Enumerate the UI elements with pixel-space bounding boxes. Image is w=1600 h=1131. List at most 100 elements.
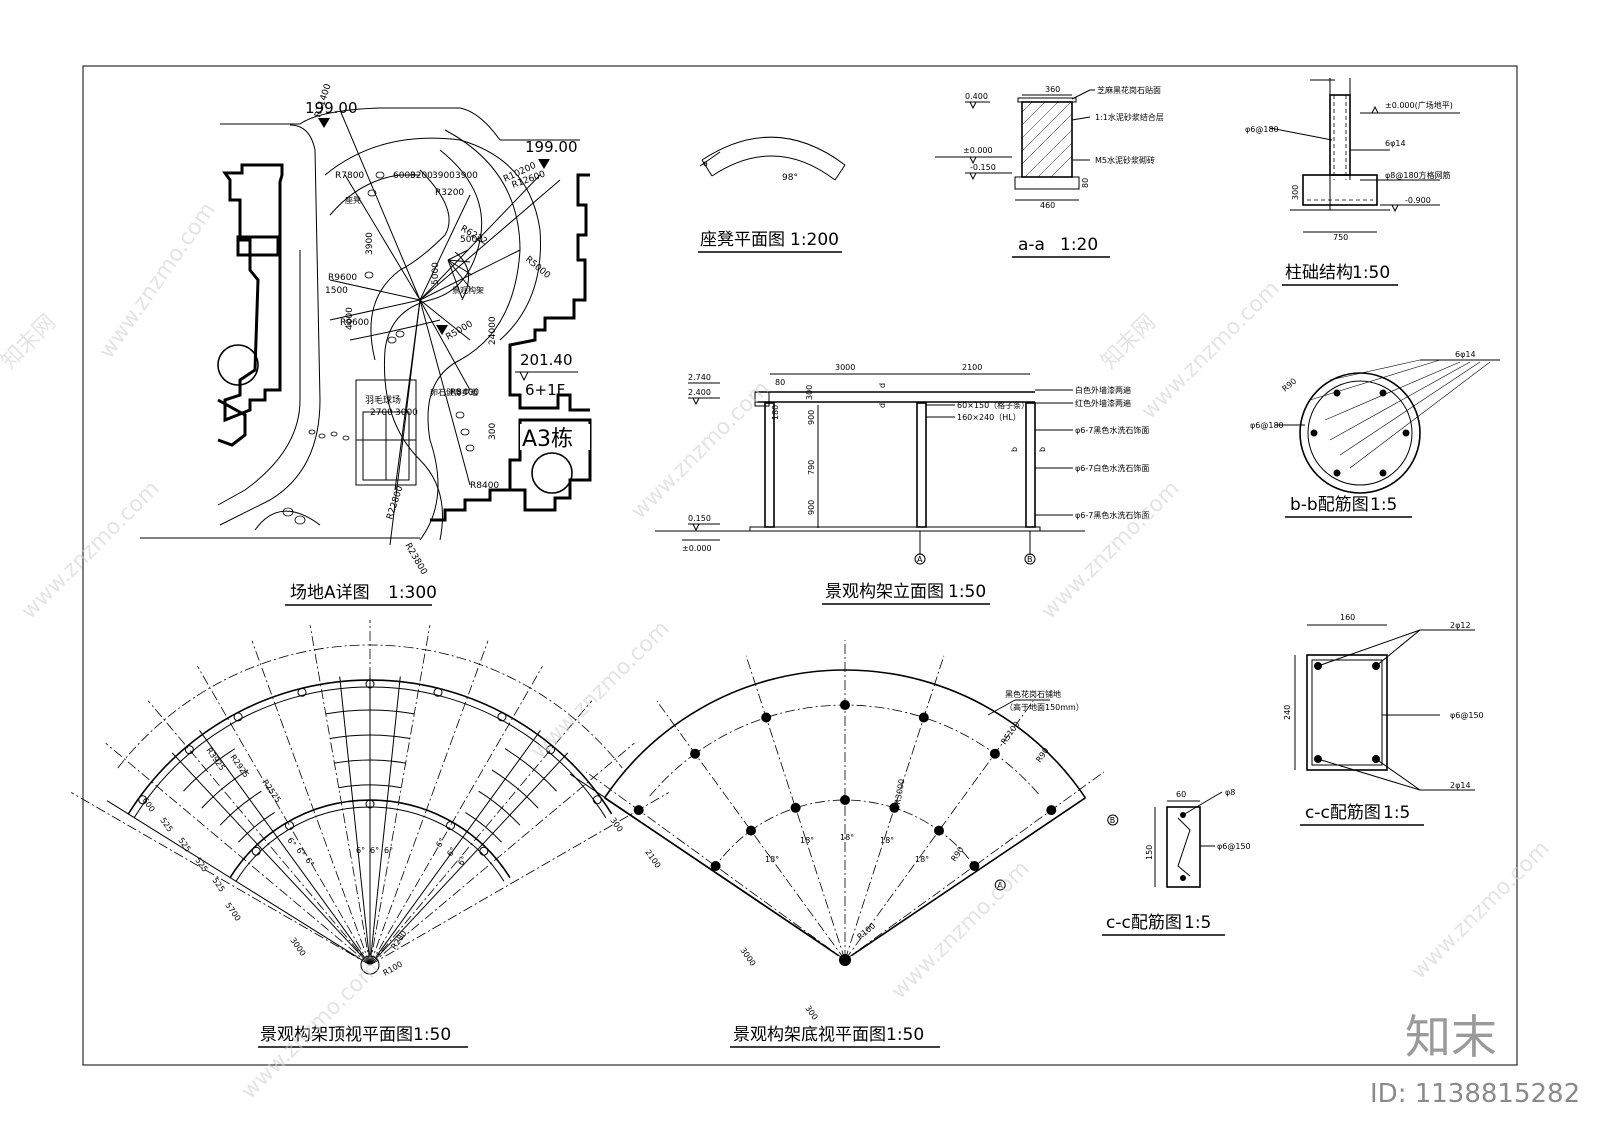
svg-text:160: 160	[1340, 613, 1355, 622]
svg-text:160×240（HL）: 160×240（HL）	[957, 413, 1021, 422]
svg-text:φ8@180方格网筋: φ8@180方格网筋	[1385, 170, 1451, 180]
svg-text:6°: 6°	[356, 846, 365, 855]
svg-text:18°: 18°	[880, 836, 894, 845]
dim-1500: 1500	[325, 286, 348, 296]
svg-text:d: d	[878, 403, 887, 408]
footing-base	[1302, 174, 1378, 206]
svg-text:柱础结构: 柱础结构	[1285, 263, 1353, 283]
radius-r5000: R5000	[523, 255, 552, 282]
svg-text:300: 300	[805, 385, 814, 400]
bench-label: 座凳	[345, 195, 361, 205]
svg-text:300: 300	[803, 1004, 819, 1022]
section-aa-title: a-a 1:20	[1012, 235, 1110, 258]
radius-r8400-b: R8400	[470, 481, 499, 491]
svg-text:φ6-7黑色水洗石饰面: φ6-7黑色水洗石饰面	[1075, 510, 1149, 520]
svg-text:3000: 3000	[738, 946, 757, 968]
svg-text:900: 900	[807, 500, 816, 515]
svg-text:φ8: φ8	[1225, 788, 1235, 797]
site-circle-a3	[531, 452, 573, 494]
site-circle-left	[217, 344, 259, 386]
bench-plan-title: 座凳平面图 1:200	[698, 230, 842, 253]
svg-text:R90: R90	[949, 845, 965, 863]
svg-text:3000: 3000	[835, 363, 855, 372]
svg-text:R3000: R3000	[893, 778, 906, 805]
svg-text:6°: 6°	[445, 846, 458, 859]
svg-text:www.znzmo.com: www.znzmo.com	[17, 476, 165, 624]
radius-r3200: R3200	[435, 188, 464, 198]
svg-text:知末网: 知末网	[1097, 310, 1161, 374]
svg-text:6°: 6°	[370, 846, 379, 855]
svg-text:1:50: 1:50	[948, 582, 986, 602]
site-a-detail: 199.00 199.00	[140, 82, 592, 606]
svg-text:c-c配筋图: c-c配筋图	[1305, 803, 1381, 823]
svg-text:6°: 6°	[303, 856, 316, 869]
svg-text:2φ14: 2φ14	[1450, 781, 1471, 790]
svg-text:150: 150	[1145, 845, 1154, 860]
svg-text:www.znzmo.com: www.znzmo.com	[1137, 276, 1285, 424]
building-left-outline	[222, 163, 284, 423]
svg-text:φ6@150: φ6@150	[1217, 842, 1251, 851]
svg-text:5700: 5700	[223, 901, 242, 923]
svg-text:6φ14: 6φ14	[1455, 350, 1476, 359]
svg-text:φ6@150: φ6@150	[1450, 711, 1484, 720]
svg-text:1:20: 1:20	[1060, 235, 1098, 255]
svg-text:18°: 18°	[765, 855, 779, 864]
svg-text:360: 360	[1045, 85, 1060, 94]
svg-text:景观构架立面图: 景观构架立面图	[825, 582, 944, 602]
dim-3900-c: 3900	[365, 232, 375, 255]
elevation-title: 景观构架立面图 1:50	[822, 582, 990, 605]
svg-text:1:5: 1:5	[1383, 803, 1410, 823]
svg-text:300: 300	[1291, 185, 1300, 200]
svg-text:白色外墙漆两遍: 白色外墙漆两遍	[1075, 385, 1131, 395]
svg-text:6°: 6°	[456, 855, 469, 868]
dim-4000: 4000	[345, 307, 355, 330]
footing-column	[1329, 94, 1351, 176]
svg-text:300: 300	[608, 816, 624, 834]
svg-text:1:200: 1:200	[790, 230, 839, 250]
svg-text:场地A详图: 场地A详图	[290, 583, 370, 603]
bb-rebar-title: b-b配筋图 1:5	[1285, 495, 1412, 518]
building-left-box	[236, 235, 280, 257]
elev-label-3: 201.40	[520, 351, 573, 369]
bench-section-hatch	[1021, 101, 1073, 178]
elev-column-right	[1025, 402, 1036, 528]
court-label: 羽毛球场	[365, 394, 401, 406]
svg-text:φ6@180: φ6@180	[1245, 125, 1279, 134]
svg-text:1:5: 1:5	[1184, 913, 1211, 933]
site-radius-leaders	[329, 109, 561, 546]
svg-text:2.740: 2.740	[688, 373, 711, 382]
svg-text:6°: 6°	[285, 836, 298, 849]
svg-text:0.400: 0.400	[965, 92, 988, 101]
svg-text:1:50: 1:50	[886, 1025, 924, 1045]
dim-5000-b: 5000	[431, 262, 441, 285]
svg-text:460: 460	[1040, 201, 1055, 210]
bottom-plan-title: 景观构架底视平面图 1:50	[730, 1025, 940, 1048]
svg-text:R90: R90	[1281, 377, 1299, 394]
svg-text:b-b配筋图: b-b配筋图	[1290, 495, 1369, 515]
bench-section-base	[1014, 176, 1080, 190]
dim-300: 300	[488, 423, 498, 440]
cc-rebar-2-title: c-c配筋图 1:5	[1102, 913, 1225, 936]
svg-text:60: 60	[1176, 790, 1186, 799]
svg-text:景观构架顶视平面图: 景观构架顶视平面图	[260, 1025, 413, 1045]
svg-text:6°: 6°	[434, 837, 447, 850]
bot-arc-inner	[712, 799, 978, 871]
road-left	[219, 124, 321, 526]
svg-text:1:1水泥砂浆结合层: 1:1水泥砂浆结合层	[1095, 112, 1164, 122]
svg-text:黑色花岗石铺地: 黑色花岗石铺地	[1005, 689, 1061, 699]
svg-text:R280: R280	[389, 929, 408, 951]
elev-triangle-2	[538, 159, 550, 169]
elev-triangle-3	[436, 325, 448, 335]
svg-text:φ6@180: φ6@180	[1250, 421, 1284, 430]
svg-text:B: B	[1110, 816, 1116, 825]
svg-text:790: 790	[807, 460, 816, 475]
svg-text:±0.000: ±0.000	[963, 146, 993, 155]
svg-text:3000: 3000	[288, 936, 307, 958]
svg-text:18°: 18°	[800, 836, 814, 845]
sheet-border	[82, 65, 1518, 1066]
svg-text:1:5: 1:5	[1370, 495, 1397, 515]
tree-mound	[254, 510, 321, 531]
top-plan-fan	[71, 620, 669, 975]
svg-text:2.400: 2.400	[688, 388, 711, 397]
